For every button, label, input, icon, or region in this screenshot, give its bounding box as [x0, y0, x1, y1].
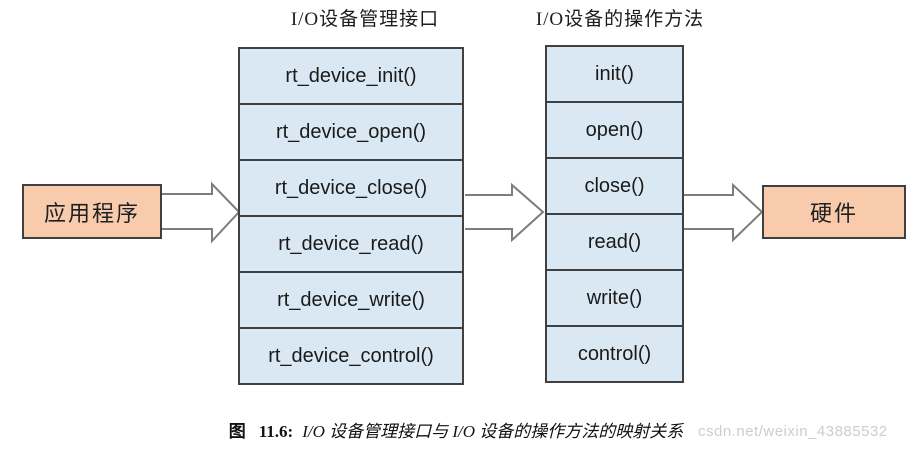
flow-arrow-interface-to-ops: [465, 182, 545, 243]
flow-arrow-app-to-interface: [162, 181, 241, 244]
table-row: rt_device_close(): [240, 161, 462, 217]
table-row: rt_device_init(): [240, 49, 462, 105]
table-row: open(): [547, 103, 682, 159]
table-row: rt_device_control(): [268, 344, 434, 367]
left-column-title: I/O设备管理接口: [290, 9, 440, 30]
caption-number: 11.6:: [258, 422, 294, 441]
table-row: read(): [547, 215, 682, 271]
right-column-title: I/O设备的操作方法: [535, 9, 705, 30]
caption-text: I/O 设备管理接口与 I/O 设备的操作方法的映射关系: [302, 422, 684, 441]
flow-arrow-ops-to-hardware: [684, 182, 764, 243]
watermark-text: csdn.net/weixin_43885532: [698, 423, 888, 440]
caption-figure-label: 图: [228, 422, 246, 441]
table-row: rt_device_read(): [240, 217, 462, 273]
table-row: init(): [547, 47, 682, 103]
device-interface-table: rt_device_init() rt_device_open() rt_dev…: [238, 47, 464, 385]
table-row: write(): [547, 271, 682, 327]
hardware-box: 硬件: [762, 185, 906, 239]
hardware-box-label: 硬件: [809, 201, 858, 226]
table-row: control(): [577, 342, 652, 365]
application-box: 应用程序: [22, 184, 162, 239]
device-ops-table: init() open() close() read() write() con…: [545, 45, 684, 383]
table-row: rt_device_open(): [240, 105, 462, 161]
application-box-label: 应用程序: [43, 200, 140, 226]
table-row: rt_device_write(): [240, 273, 462, 329]
figure-caption: 图 11.6: I/O 设备管理接口与 I/O 设备的操作方法的映射关系: [0, 417, 912, 442]
table-row: close(): [547, 159, 682, 215]
